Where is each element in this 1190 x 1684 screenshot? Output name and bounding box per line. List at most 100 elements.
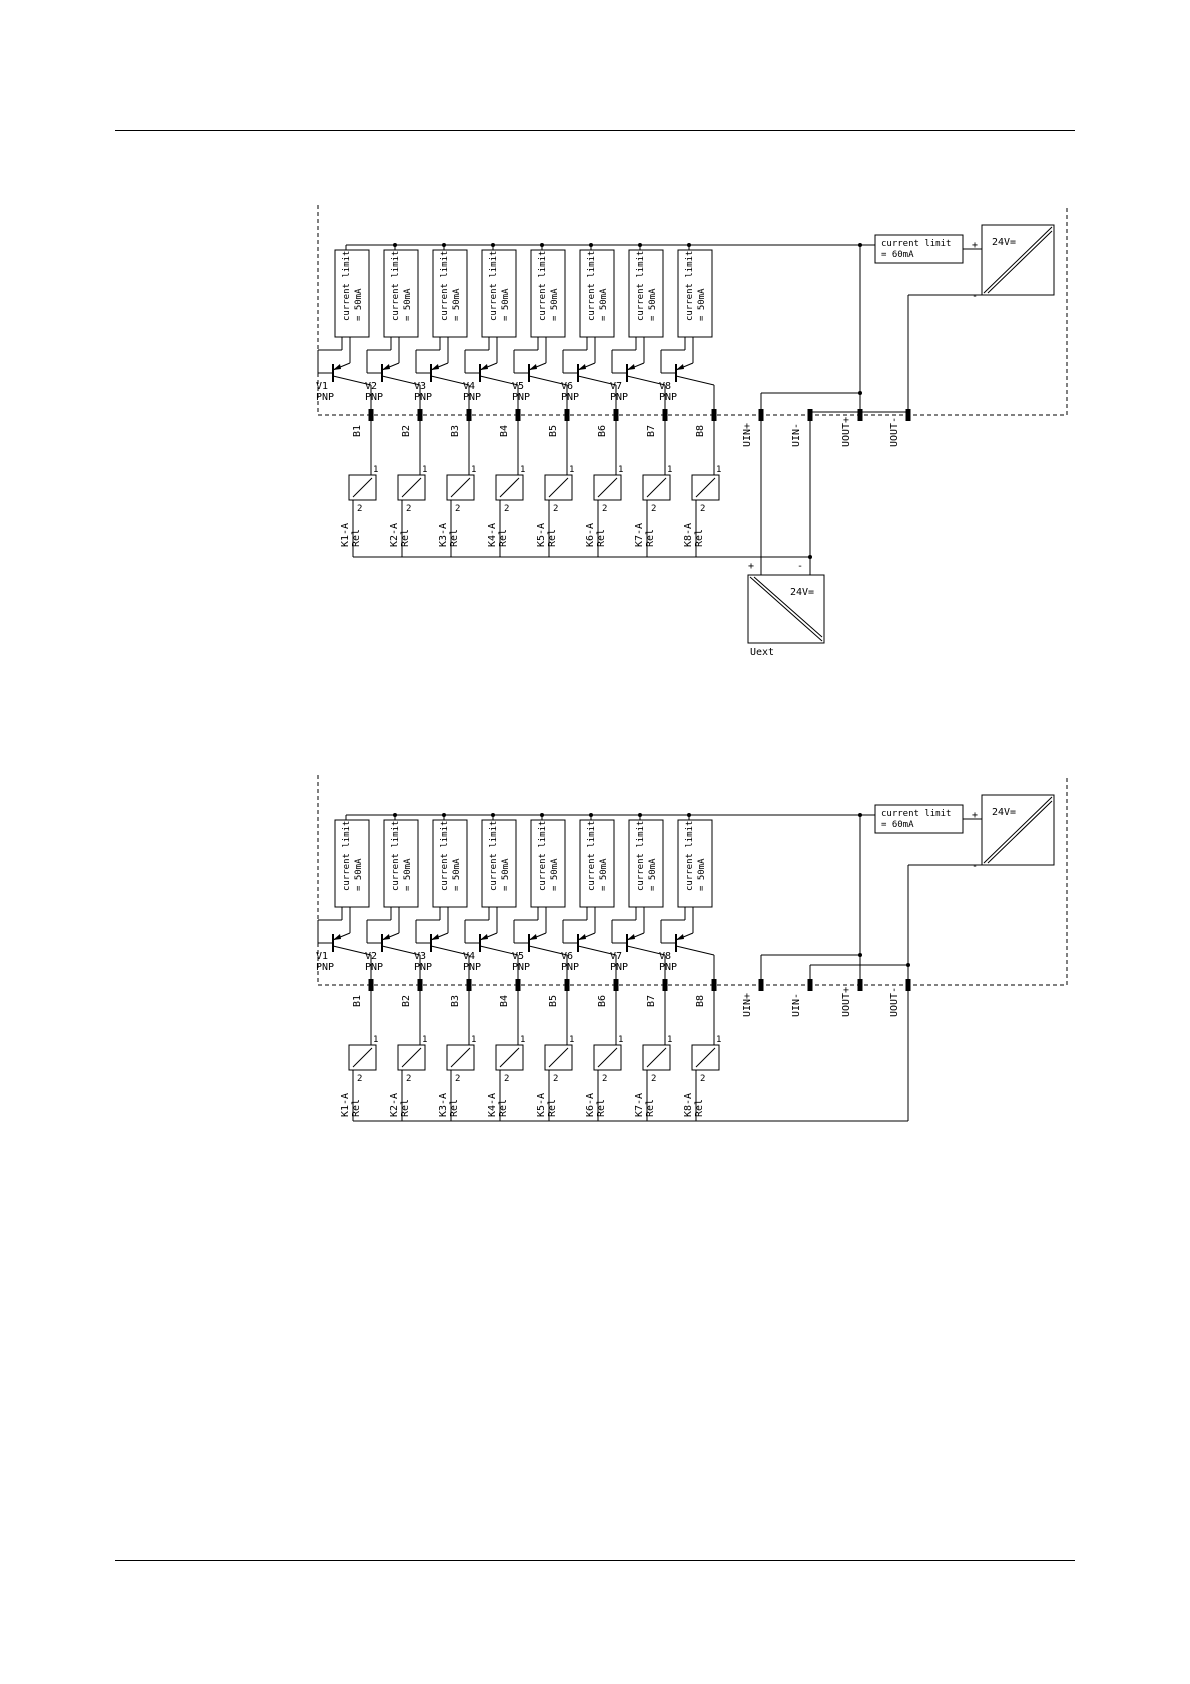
emitter-arrow (627, 934, 635, 940)
relay-coil-slash (499, 1047, 520, 1068)
transistor-type-label: PNP (659, 962, 677, 973)
relay-type-label: Rel (694, 1099, 705, 1117)
transistor-type-label: PNP (365, 962, 383, 973)
transistor-type-label: PNP (365, 392, 383, 403)
current-limit-label: current limit (489, 821, 499, 891)
transistor-type-label: PNP (512, 962, 530, 973)
supply-plus-sign: + (972, 240, 978, 251)
junction-dot (687, 243, 691, 247)
transistor-label: V6 (561, 381, 573, 392)
relay-pin-1: 1 (618, 1035, 623, 1045)
current-limit-box (530, 249, 566, 338)
current-limit-box (530, 819, 566, 908)
terminal-b2 (417, 979, 423, 991)
relay-designator: K6-A (585, 523, 596, 547)
current-limit-value: = 50mA (648, 858, 658, 891)
terminal-label: B4 (499, 995, 510, 1007)
relay-pin-1: 1 (373, 1035, 378, 1045)
relay-designator: K7-A (634, 1093, 645, 1117)
terminal-b6 (613, 409, 619, 421)
relay-pin-2: 2 (357, 504, 362, 514)
terminal-label: UIN+ (742, 993, 753, 1017)
relay-pin-2: 2 (700, 504, 705, 514)
terminal-b8 (711, 979, 717, 991)
terminal-label: UIN- (791, 993, 802, 1017)
relay-pin-1: 1 (618, 465, 623, 475)
relay-pin-2: 2 (651, 504, 656, 514)
current-limit-value: = 50mA (550, 288, 560, 321)
supply-plus-sign: + (972, 810, 978, 821)
relay-pin-2: 2 (700, 1074, 705, 1084)
terminal-label: B8 (695, 995, 706, 1007)
relay-coil-slash (499, 477, 520, 498)
terminal-label: UOUT+ (841, 987, 852, 1017)
transistor-label: V5 (512, 951, 524, 962)
relay-designator: K7-A (634, 523, 645, 547)
junction-dot (687, 813, 691, 817)
relay-pin-1: 1 (569, 465, 574, 475)
transistor-type-label: PNP (414, 392, 432, 403)
junction-dot (858, 813, 862, 817)
relay-designator: K6-A (585, 1093, 596, 1117)
relay-coil-slash (597, 1047, 618, 1068)
relay-coil-slash (695, 1047, 716, 1068)
current-limit-box (383, 249, 419, 338)
current-limit-label: current limit (342, 821, 352, 891)
current-limit-label: current limit (587, 251, 597, 321)
current-limit-value: = 50mA (550, 858, 560, 891)
junction-dot (638, 813, 642, 817)
emitter-arrow (676, 934, 684, 940)
relay-designator: K5-A (536, 523, 547, 547)
terminal-label: B3 (450, 995, 461, 1007)
current-limit-box (628, 819, 664, 908)
relay-pin-1: 1 (667, 465, 672, 475)
transistor-collector (675, 375, 715, 386)
terminal-uin-minus (807, 409, 813, 421)
terminal-label: B6 (597, 995, 608, 1007)
relay-designator: K4-A (487, 523, 498, 547)
current-limit-label: current limit (636, 821, 646, 891)
junction-dot (442, 813, 446, 817)
current-limit-label: current limit (636, 251, 646, 321)
main-current-limit-box (874, 804, 964, 834)
current-limit-box (432, 249, 468, 338)
terminal-b6 (613, 979, 619, 991)
relay-pin-1: 1 (373, 465, 378, 475)
transistor-label: V4 (463, 951, 475, 962)
terminal-b7 (662, 979, 668, 991)
current-limit-label: current limit (342, 251, 352, 321)
relay-designator: K1-A (340, 523, 351, 547)
relay-pin-2: 2 (553, 1074, 558, 1084)
terminal-b2 (417, 409, 423, 421)
external-supply-name: Uext (750, 647, 774, 658)
terminal-label: B7 (646, 425, 657, 437)
terminal-b5 (564, 409, 570, 421)
transistor-label: V2 (365, 951, 377, 962)
terminal-uout-plus (857, 409, 863, 421)
terminal-label: UIN- (791, 423, 802, 447)
terminal-label: UOUT- (889, 987, 900, 1017)
transistor-label: V1 (316, 381, 328, 392)
current-limit-box (481, 819, 517, 908)
internal-power-supply: 24V=+- (972, 224, 1055, 302)
transistor-label: V4 (463, 381, 475, 392)
terminal-b7 (662, 409, 668, 421)
current-limit-value: = 50mA (697, 858, 707, 891)
relay-coil-slash (401, 477, 422, 498)
terminal-b8 (711, 409, 717, 421)
transistor-type-label: PNP (561, 962, 579, 973)
relay-coil-slash (450, 1047, 471, 1068)
current-limit-label: current limit (489, 251, 499, 321)
relay-pin-2: 2 (602, 1074, 607, 1084)
transistor-collector (479, 375, 519, 386)
relay-type-label: Rel (645, 529, 656, 547)
current-limit-label: current limit (391, 821, 401, 891)
current-limit-label: current limit (685, 821, 695, 891)
relay-pin-2: 2 (504, 504, 509, 514)
relay-coil-slash (695, 477, 716, 498)
junction-dot (906, 963, 910, 967)
relay-designator: K8-A (683, 523, 694, 547)
